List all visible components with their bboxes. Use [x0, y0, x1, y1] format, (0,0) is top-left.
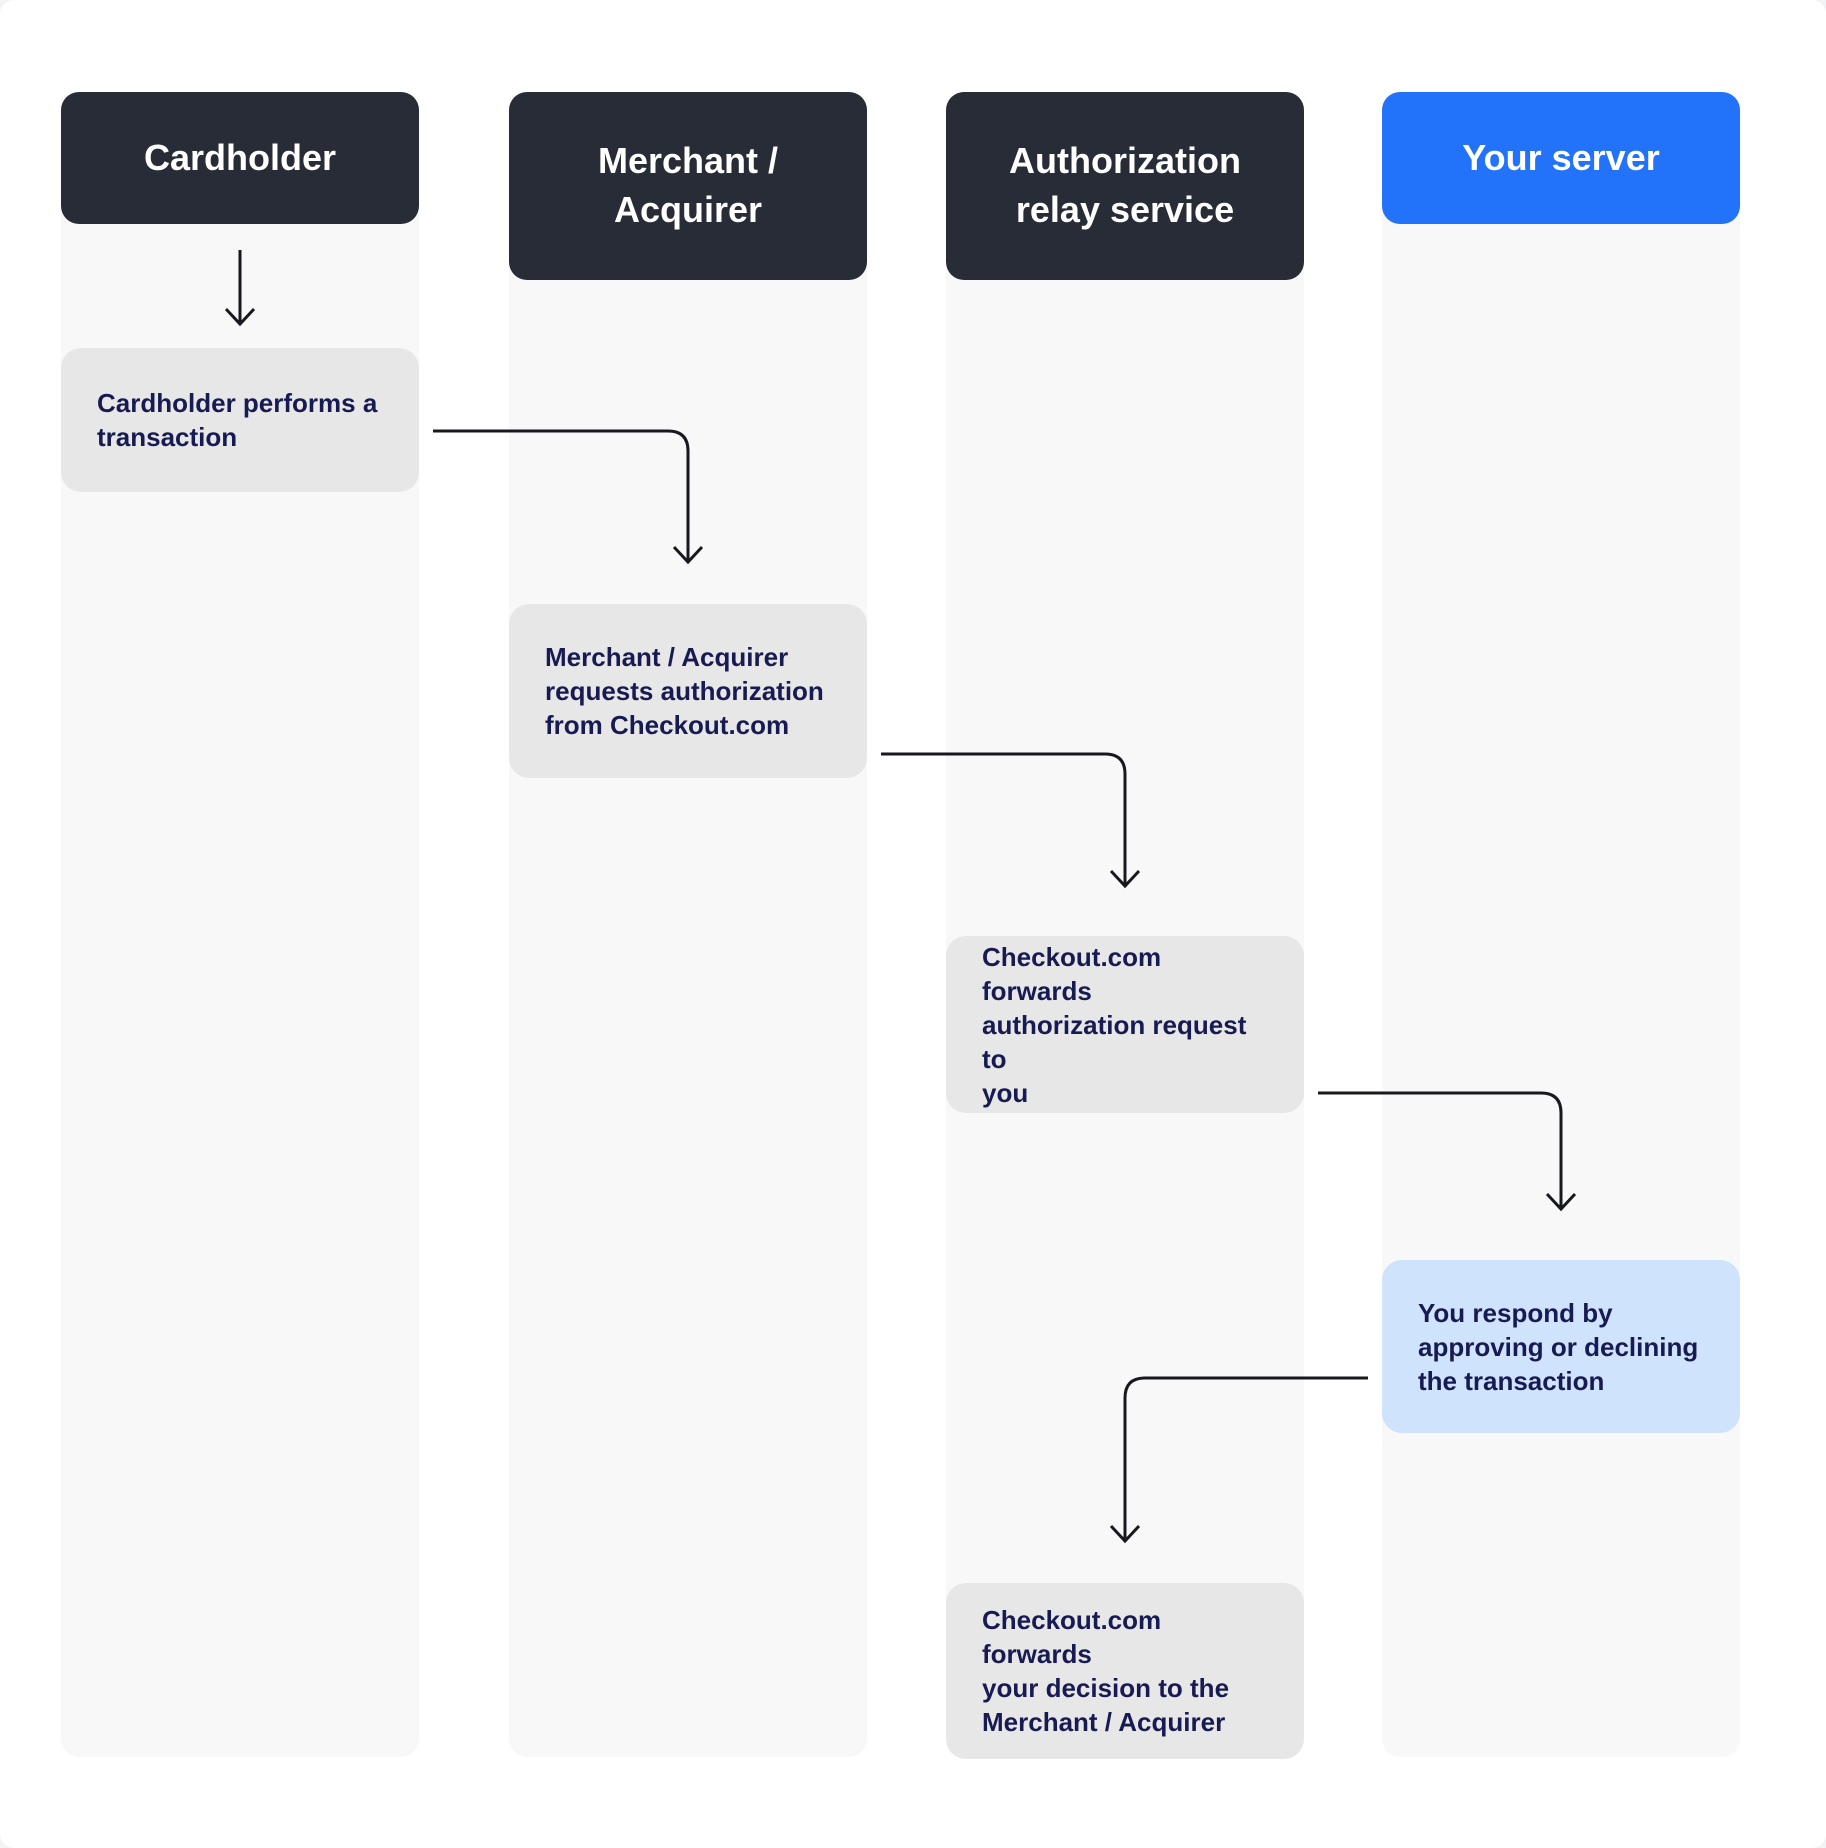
- step-text-line: Checkout.com forwards: [982, 1605, 1162, 1669]
- step-text-line: Merchant / Acquirer: [982, 1707, 1226, 1737]
- step-text-line: you: [982, 1077, 1029, 1108]
- lane-header-your-server: Your server: [1382, 92, 1740, 224]
- step-text-line: approving or declining: [1418, 1331, 1699, 1362]
- step-text-line: your decision to the: [982, 1673, 1230, 1703]
- lane-header-authorization-relay-service: Authorization relay service: [946, 92, 1304, 280]
- step-text-line: from Checkout.com: [545, 710, 790, 740]
- step-text-line: Checkout.com forwards: [982, 941, 1162, 1006]
- lane-title-line: relay service: [1015, 189, 1235, 230]
- lane-title-cardholder: Cardholder: [144, 134, 336, 183]
- lane-title-line: Your server: [1462, 136, 1660, 178]
- step-merchant-requests-authorization: Merchant / Acquirer requests authorizati…: [509, 604, 867, 778]
- lane-title-line: Authorization: [1009, 140, 1241, 182]
- lane-title-line: Cardholder: [143, 136, 337, 178]
- step-checkout-forwards-decision: Checkout.com forwards your decision to t…: [946, 1583, 1304, 1759]
- step-cardholder-performs-transaction: Cardholder performs a transaction: [61, 348, 419, 492]
- step-text-line: Merchant / Acquirer: [545, 642, 789, 672]
- lane-your-server: Your server: [1382, 92, 1740, 1757]
- step-you-respond: You respond by approving or declining th…: [1382, 1260, 1740, 1433]
- step-text-line: requests authorization: [545, 676, 824, 706]
- lane-header-merchant-acquirer: Merchant / Acquirer: [509, 92, 867, 280]
- lane-title-merchant-acquirer: Merchant / Acquirer: [598, 137, 778, 234]
- lane-title-authorization-relay-service: Authorization relay service: [1009, 137, 1241, 234]
- lane-authorization-relay-service: Authorization relay service: [946, 92, 1304, 1757]
- lane-cardholder: Cardholder: [61, 92, 419, 1757]
- lane-title-line: Acquirer: [613, 189, 763, 230]
- step-text-line: authorization request to: [982, 1009, 1247, 1074]
- step-text-line: You respond by: [1418, 1297, 1613, 1328]
- step-checkout-forwards-request: Checkout.com forwards authorization requ…: [946, 936, 1304, 1113]
- lane-title-your-server: Your server: [1462, 134, 1659, 183]
- step-text-line: Cardholder performs a: [97, 388, 378, 418]
- lane-title-line: Merchant /: [597, 140, 779, 182]
- step-text-line: the transaction: [1418, 1365, 1605, 1396]
- lane-merchant-acquirer: Merchant / Acquirer: [509, 92, 867, 1757]
- step-text-line: transaction: [97, 422, 238, 452]
- lane-header-cardholder: Cardholder: [61, 92, 419, 224]
